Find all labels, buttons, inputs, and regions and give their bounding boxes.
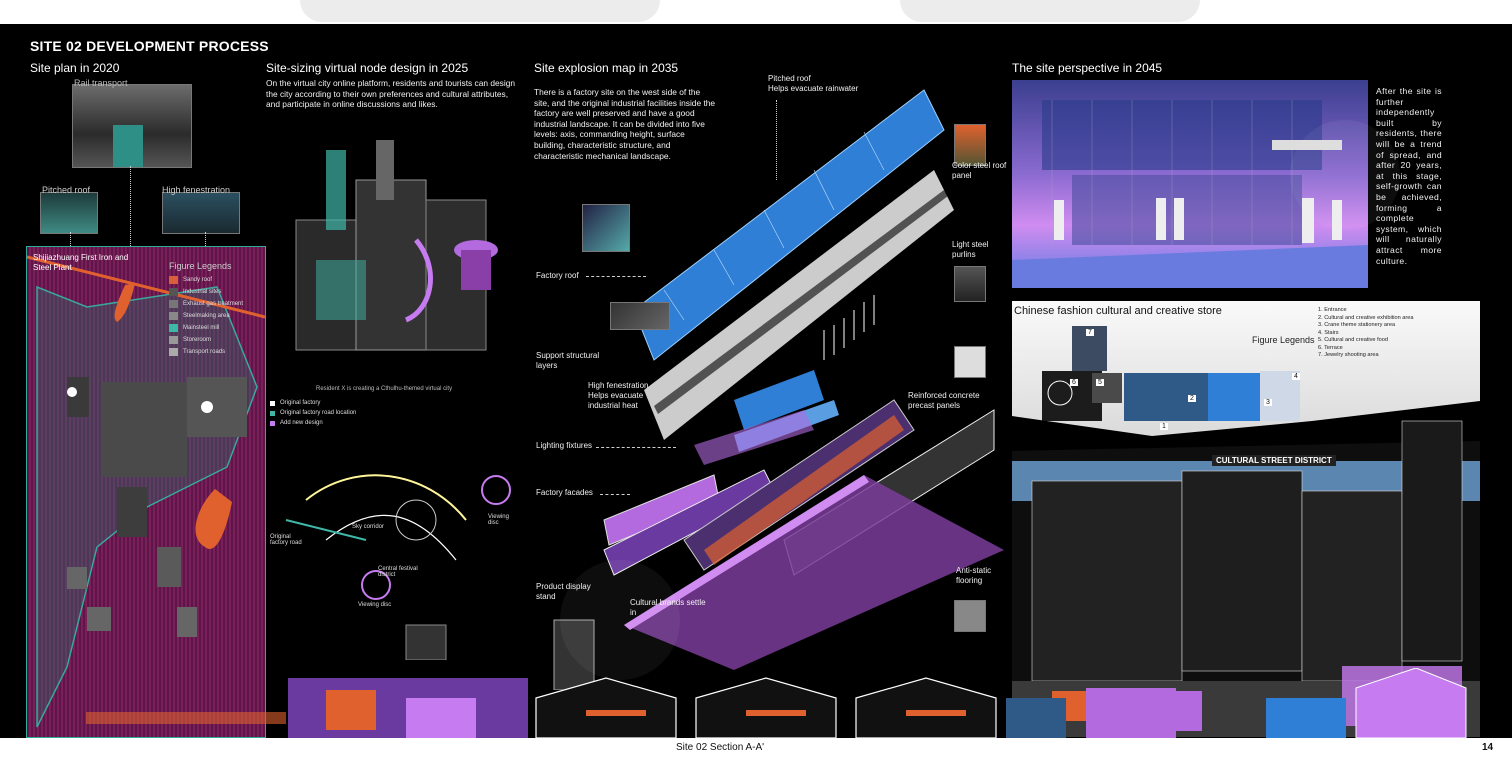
page-number: 14: [1482, 742, 1494, 753]
reinforced-label: Reinforced concrete precast panels: [908, 391, 980, 410]
pitched-roof-photo: [40, 192, 98, 234]
section-strip: [26, 668, 1486, 738]
legend-item: Mainsteel mill: [183, 325, 220, 331]
legend-item: Add new design: [280, 420, 323, 426]
room-number: 1: [1160, 423, 1168, 430]
light-steel-photo: [954, 266, 986, 302]
legend-item: Sandy roof: [183, 277, 213, 283]
color-steel-label: Color steel roof panel: [952, 161, 1007, 180]
high-fenestration-photo: [162, 192, 240, 234]
legend-item: Steelmaking area: [183, 313, 230, 319]
perspective-title: The site perspective in 2045: [1012, 61, 1163, 75]
explosion-description: There is a factory site on the west side…: [534, 87, 716, 161]
room-number: 4: [1292, 373, 1300, 380]
legend-item: Industrial sites: [183, 289, 222, 295]
support-label: Support structural layers: [536, 351, 600, 370]
legend-item: Exhaust gas treatment: [183, 301, 244, 307]
map-label: Viewing disc: [358, 602, 392, 608]
store-illustration: Chinese fashion cultural and creative st…: [1012, 301, 1480, 737]
top-margin: [0, 0, 1512, 24]
room-number: 7: [1086, 329, 1094, 336]
light-steel-label: Light steel purlins: [952, 240, 989, 259]
color-steel-photo: [954, 124, 986, 166]
virtual-node-title: Site-sizing virtual node design in 2025: [266, 61, 469, 75]
rail-transport-label: Rail transport: [74, 78, 128, 88]
facades-label: Factory facades: [536, 488, 593, 497]
explosion-illustration: [534, 70, 1010, 690]
map-label: Original factory road: [270, 534, 302, 546]
footer-band: Site 02 Section A-A' 14: [0, 738, 1512, 782]
site-plan-legend: Figure Legends Sandy roof Industrial sit…: [169, 261, 261, 360]
map-label: Viewing disc: [488, 514, 509, 526]
site-plan-title: Site plan in 2020: [30, 61, 120, 75]
fenestration-photo: [610, 302, 670, 330]
factory-roof-label: Factory roof: [536, 271, 579, 280]
perspective-render: [1012, 80, 1368, 288]
legend-item: Storeroom: [183, 337, 212, 343]
anti-static-label: Anti-static flooring: [956, 566, 992, 585]
legend-item: Original factory road location: [280, 410, 357, 416]
section-label: Site 02 Section A-A': [676, 742, 765, 753]
perspective-description: After the site is further independently …: [1376, 86, 1442, 266]
virtual-node-legend: Original factory Original factory road l…: [270, 400, 356, 430]
main-title: SITE 02 DEVELOPMENT PROCESS: [30, 38, 269, 54]
room-number: 2: [1188, 395, 1196, 402]
site-plan-map: Shijiazhuang First Iron and Steel Plant …: [26, 246, 266, 738]
pitched-roof-label: Pitched roof: [42, 185, 91, 195]
lighting-label: Lighting fixtures: [536, 441, 593, 450]
anti-static-photo: [954, 600, 986, 632]
virtual-node-illustration: Resident X is creating a Cthulhu-themed …: [266, 120, 518, 660]
explosion-title: Site explosion map in 2035: [534, 61, 679, 75]
high-fenestration-label: High fenestration: [162, 185, 231, 195]
precast-photo: [954, 346, 986, 378]
store-title: Chinese fashion cultural and creative st…: [1014, 305, 1222, 317]
cultural-brands-label: Cultural brands settle in: [630, 598, 706, 617]
store-legend-title: Figure Legends: [1252, 335, 1315, 345]
legend-item: Original factory: [280, 400, 321, 406]
room-number: 6: [1070, 379, 1078, 386]
map-label: Central festival district: [378, 566, 418, 578]
virtual-node-caption: Resident X is creating a Cthulhu-themed …: [316, 386, 453, 392]
plant-name: Shijiazhuang First Iron and Steel Plant: [33, 253, 129, 272]
legend-item: Transport roads: [183, 349, 226, 355]
rail-transport-photo: [72, 84, 192, 168]
factory-roof-photo: [582, 204, 630, 252]
store-sign: CULTURAL STREET DISTRICT: [1212, 455, 1336, 466]
map-label: Sky corridor: [352, 524, 385, 530]
virtual-node-description: On the virtual city online platform, res…: [266, 78, 516, 110]
room-number: 3: [1264, 399, 1272, 406]
room-number: 5: [1096, 379, 1104, 386]
product-display-label: Product display stand: [536, 582, 591, 601]
site-plan-legend-title: Figure Legends: [169, 261, 232, 271]
